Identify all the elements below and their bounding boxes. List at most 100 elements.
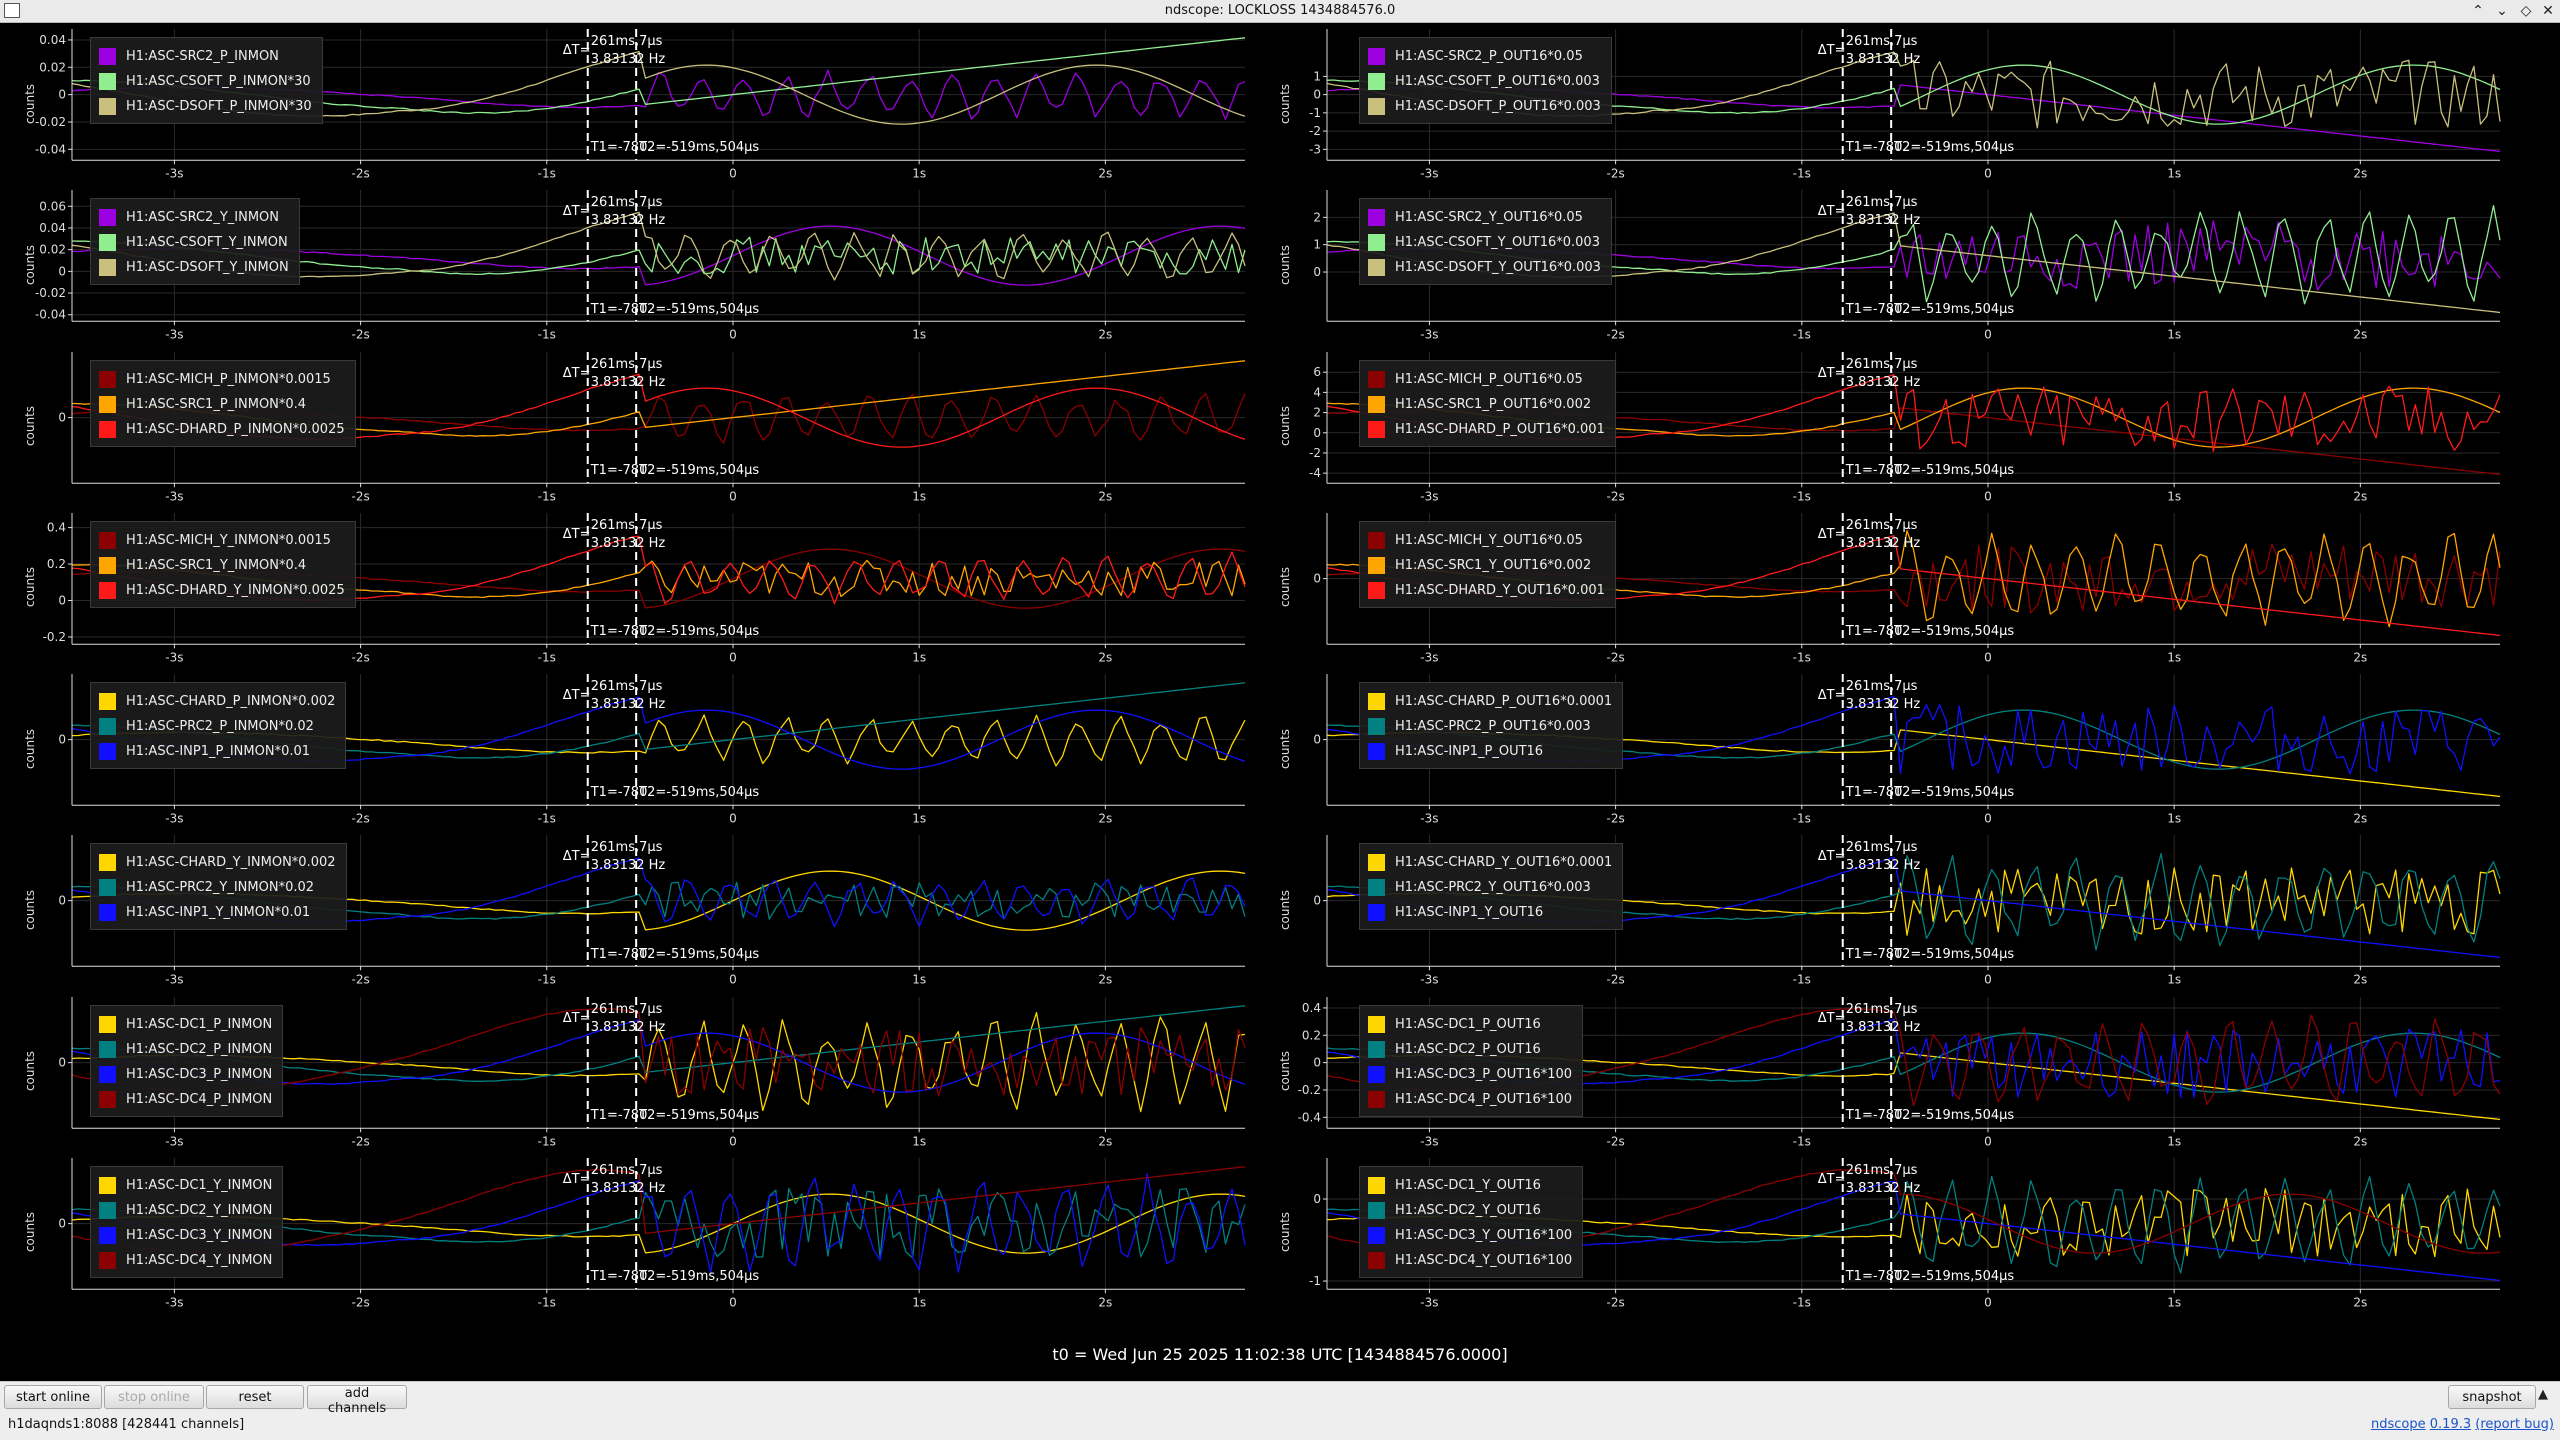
legend-item[interactable]: H1:ASC-DSOFT_Y_OUT16*0.003 (1368, 255, 1601, 280)
ndscope-link[interactable]: ndscope (2371, 1417, 2426, 1432)
legend-item[interactable]: H1:ASC-CHARD_P_INMON*0.002 (99, 689, 335, 714)
legend-item[interactable]: H1:ASC-DC3_Y_OUT16*100 (1368, 1223, 1572, 1248)
legend-item[interactable]: H1:ASC-DC1_P_INMON (99, 1012, 272, 1037)
legend-swatch (99, 234, 116, 252)
legend-item[interactable]: H1:ASC-CSOFT_P_OUT16*0.003 (1368, 69, 1601, 94)
legend-item[interactable]: H1:ASC-DC3_Y_INMON (99, 1223, 272, 1248)
legend-item[interactable]: H1:ASC-DC1_Y_OUT16 (1368, 1173, 1572, 1198)
menu-arrow-icon[interactable]: ▲ (2538, 1387, 2548, 1402)
legend-item[interactable]: H1:ASC-DHARD_P_INMON*0.0025 (99, 417, 345, 442)
legend-swatch (1368, 98, 1385, 115)
report-bug-link[interactable]: (report bug) (2475, 1417, 2554, 1432)
minimize-icon[interactable]: ⌃ (2472, 3, 2484, 19)
legend-item[interactable]: H1:ASC-SRC1_P_OUT16*0.002 (1368, 392, 1605, 417)
legend-item[interactable]: H1:ASC-CSOFT_P_INMON*30 (99, 69, 312, 94)
legend-item[interactable]: H1:ASC-DC2_Y_INMON (99, 1198, 272, 1223)
legend-item[interactable]: H1:ASC-SRC1_Y_INMON*0.4 (99, 553, 345, 578)
legend-item[interactable]: H1:ASC-INP1_Y_OUT16 (1368, 900, 1612, 925)
add-channels-button[interactable]: add channels (307, 1385, 407, 1416)
legend-item[interactable]: H1:ASC-MICH_P_OUT16*0.05 (1368, 367, 1605, 392)
start-online-button[interactable]: start online (4, 1385, 102, 1409)
maximize-icon[interactable]: ⌄ (2496, 3, 2508, 19)
legend-item[interactable]: H1:ASC-DSOFT_P_OUT16*0.003 (1368, 94, 1601, 119)
legend-item[interactable]: H1:ASC-DHARD_Y_OUT16*0.001 (1368, 578, 1605, 603)
legend-item[interactable]: H1:ASC-SRC2_Y_INMON (99, 205, 289, 230)
snapshot-button[interactable]: snapshot (2448, 1385, 2536, 1409)
legend-item[interactable]: H1:ASC-MICH_Y_INMON*0.0015 (99, 528, 345, 553)
legend-item[interactable]: H1:ASC-DSOFT_P_INMON*30 (99, 94, 312, 119)
legend-item[interactable]: H1:ASC-DC1_Y_INMON (99, 1173, 272, 1198)
legend-item[interactable]: H1:ASC-CHARD_Y_INMON*0.002 (99, 850, 336, 875)
legend-item[interactable]: H1:ASC-CHARD_P_OUT16*0.0001 (1368, 689, 1612, 714)
legend-item[interactable]: H1:ASC-CSOFT_Y_OUT16*0.003 (1368, 230, 1601, 255)
stop-online-button[interactable]: stop online (104, 1385, 204, 1409)
legend-item[interactable]: H1:ASC-DC4_P_INMON (99, 1087, 272, 1112)
legend-item[interactable]: H1:ASC-INP1_P_INMON*0.01 (99, 739, 335, 764)
legend-item[interactable]: H1:ASC-DC3_P_INMON (99, 1062, 272, 1087)
legend-item[interactable]: H1:ASC-DC4_P_OUT16*100 (1368, 1087, 1572, 1112)
legend-item[interactable]: H1:ASC-DC2_P_OUT16 (1368, 1037, 1572, 1062)
legend-item[interactable]: H1:ASC-DC4_Y_OUT16*100 (1368, 1248, 1572, 1273)
legend-item[interactable]: H1:ASC-INP1_P_OUT16 (1368, 739, 1612, 764)
legend-item[interactable]: H1:ASC-SRC1_Y_OUT16*0.002 (1368, 553, 1605, 578)
close-icon[interactable]: ✕ (2542, 3, 2554, 19)
legend-item[interactable]: H1:ASC-SRC2_P_INMON (99, 44, 312, 69)
legend-item[interactable]: H1:ASC-SRC2_Y_OUT16*0.05 (1368, 205, 1601, 230)
legend-item[interactable]: H1:ASC-DSOFT_Y_INMON (99, 255, 289, 280)
legend-item[interactable]: H1:ASC-DHARD_P_OUT16*0.001 (1368, 417, 1605, 442)
legend-item[interactable]: H1:ASC-DC1_P_OUT16 (1368, 1012, 1572, 1037)
legend-item[interactable]: H1:ASC-CHARD_Y_OUT16*0.0001 (1368, 850, 1612, 875)
legend-item[interactable]: H1:ASC-PRC2_P_INMON*0.02 (99, 714, 335, 739)
version-link[interactable]: 0.19.3 (2429, 1417, 2472, 1432)
legend-item[interactable]: H1:ASC-INP1_Y_INMON*0.01 (99, 900, 336, 925)
legend-item[interactable]: H1:ASC-DHARD_Y_INMON*0.0025 (99, 578, 345, 603)
legend-item[interactable]: H1:ASC-SRC2_P_OUT16*0.05 (1368, 44, 1601, 69)
legend-item[interactable]: H1:ASC-PRC2_P_OUT16*0.003 (1368, 714, 1612, 739)
legend-item[interactable]: H1:ASC-MICH_P_INMON*0.0015 (99, 367, 345, 392)
legend-item[interactable]: H1:ASC-PRC2_Y_OUT16*0.003 (1368, 875, 1612, 900)
legend-item[interactable]: H1:ASC-DC3_P_OUT16*100 (1368, 1062, 1572, 1087)
legend-item[interactable]: H1:ASC-DC4_Y_INMON (99, 1248, 272, 1273)
legend-item[interactable]: H1:ASC-DC2_P_INMON (99, 1037, 272, 1062)
restore-icon[interactable]: ◇ (2520, 3, 2532, 19)
reset-button[interactable]: reset (206, 1385, 304, 1409)
legend-item[interactable]: H1:ASC-MICH_Y_OUT16*0.05 (1368, 528, 1605, 553)
legend-item[interactable]: H1:ASC-SRC1_P_INMON*0.4 (99, 392, 345, 417)
legend-item[interactable]: H1:ASC-CSOFT_Y_INMON (99, 230, 289, 255)
legend-item[interactable]: H1:ASC-PRC2_Y_INMON*0.02 (99, 875, 336, 900)
legend-item[interactable]: H1:ASC-DC2_Y_OUT16 (1368, 1198, 1572, 1223)
